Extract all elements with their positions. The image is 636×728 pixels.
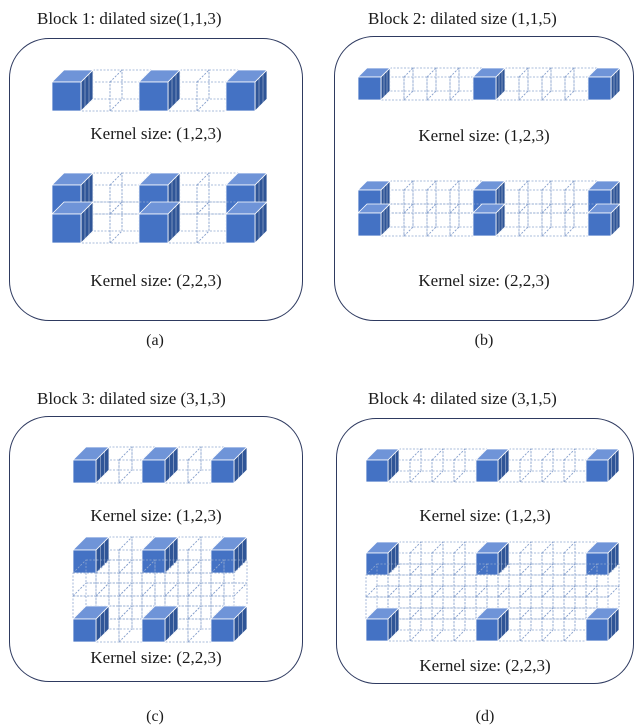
panel-b-caption: (b) [474, 332, 494, 349]
panel-b-row1-gap-cell [518, 67, 552, 101]
panel-b-row2-kernel-cube [357, 203, 391, 237]
panel-b-row2-gap-cell [541, 203, 575, 237]
panel-a-row2-kernel-cube [138, 172, 181, 215]
panel-c-row2-kernel-cube [72, 605, 110, 643]
panel-b-row1-kernel-cube [472, 67, 506, 101]
panel-a-row2-kernel-cube [225, 201, 268, 244]
panel-b-kernel-label-bottom: Kernel size: (2,2,3) [418, 271, 550, 290]
panel-c-frame [9, 416, 303, 682]
panel-b-row2-gap-cell [403, 203, 437, 237]
panel-b-title: Block 2: dilated size (1,1,5) [368, 9, 557, 28]
panel-c-row1-kernel-cube [141, 446, 179, 484]
panel-c-row2-kernel-cube [210, 605, 248, 643]
panel-a-row2-kernel-cube [138, 201, 181, 244]
panel-b-row2-gap-cell [518, 203, 552, 237]
panel-a-kernel-label-bottom: Kernel size: (2,2,3) [90, 271, 222, 290]
panel-b-kernel-label-top: Kernel size: (1,2,3) [418, 126, 550, 145]
panel-b-row1-gap-cell [426, 67, 460, 101]
panel-d-row2-kernel-cube [585, 607, 620, 642]
panel-c-kernel-label-bottom: Kernel size: (2,2,3) [90, 648, 222, 667]
panel-d-row1-kernel-cube [365, 448, 400, 483]
panel-b-row1-gap-cell [403, 67, 437, 101]
panel-c-row1-kernel-cube [72, 446, 110, 484]
panel-d-kernel-label-top: Kernel size: (1,2,3) [419, 506, 551, 525]
panel-a-frame [9, 38, 303, 321]
panel-b-row2-kernel-cube [587, 203, 621, 237]
panel-b-row2-gap-cell [541, 180, 575, 214]
panel-b-row2-gap-cell [518, 180, 552, 214]
panel-a-row2-kernel-cube [51, 201, 94, 244]
panel-c-caption: (c) [146, 708, 164, 725]
panel-b-row2-gap-cell [426, 180, 460, 214]
panel-d-row1-kernel-cube [585, 448, 620, 483]
panel-c-row2-kernel-cube [141, 605, 179, 643]
panel-d-row1-kernel-cube [475, 448, 510, 483]
panel-a-title: Block 1: dilated size(1,1,3) [37, 9, 222, 28]
panel-b-row1-kernel-cube [587, 67, 621, 101]
panel-b-row1-gap-cell [541, 67, 575, 101]
panel-d-kernel-label-bottom: Kernel size: (2,2,3) [419, 656, 551, 675]
panel-a-kernel-label-top: Kernel size: (1,2,3) [90, 124, 222, 143]
panel-a-row1-kernel-cube [51, 69, 94, 112]
panel-d-row2-kernel-cube [475, 607, 510, 642]
panel-c-kernel-label-top: Kernel size: (1,2,3) [90, 506, 222, 525]
panel-a-caption: (a) [146, 332, 164, 349]
panel-b-row2-kernel-cube [472, 203, 506, 237]
panel-a-row1-kernel-cube [138, 69, 181, 112]
panel-d-title: Block 4: dilated size (3,1,5) [368, 389, 557, 408]
panel-b-row1-kernel-cube [357, 67, 391, 101]
panel-b-frame [334, 36, 634, 321]
panel-c-row1-kernel-cube [210, 446, 248, 484]
panel-a-row1-kernel-cube [225, 69, 268, 112]
panel-c-title: Block 3: dilated size (3,1,3) [37, 389, 226, 408]
panel-d-row2-kernel-cube [365, 607, 400, 642]
panel-b-row2-gap-cell [426, 203, 460, 237]
panel-b-row2-gap-cell [403, 180, 437, 214]
panel-d-frame [336, 418, 634, 684]
panel-d-caption: (d) [475, 708, 495, 725]
